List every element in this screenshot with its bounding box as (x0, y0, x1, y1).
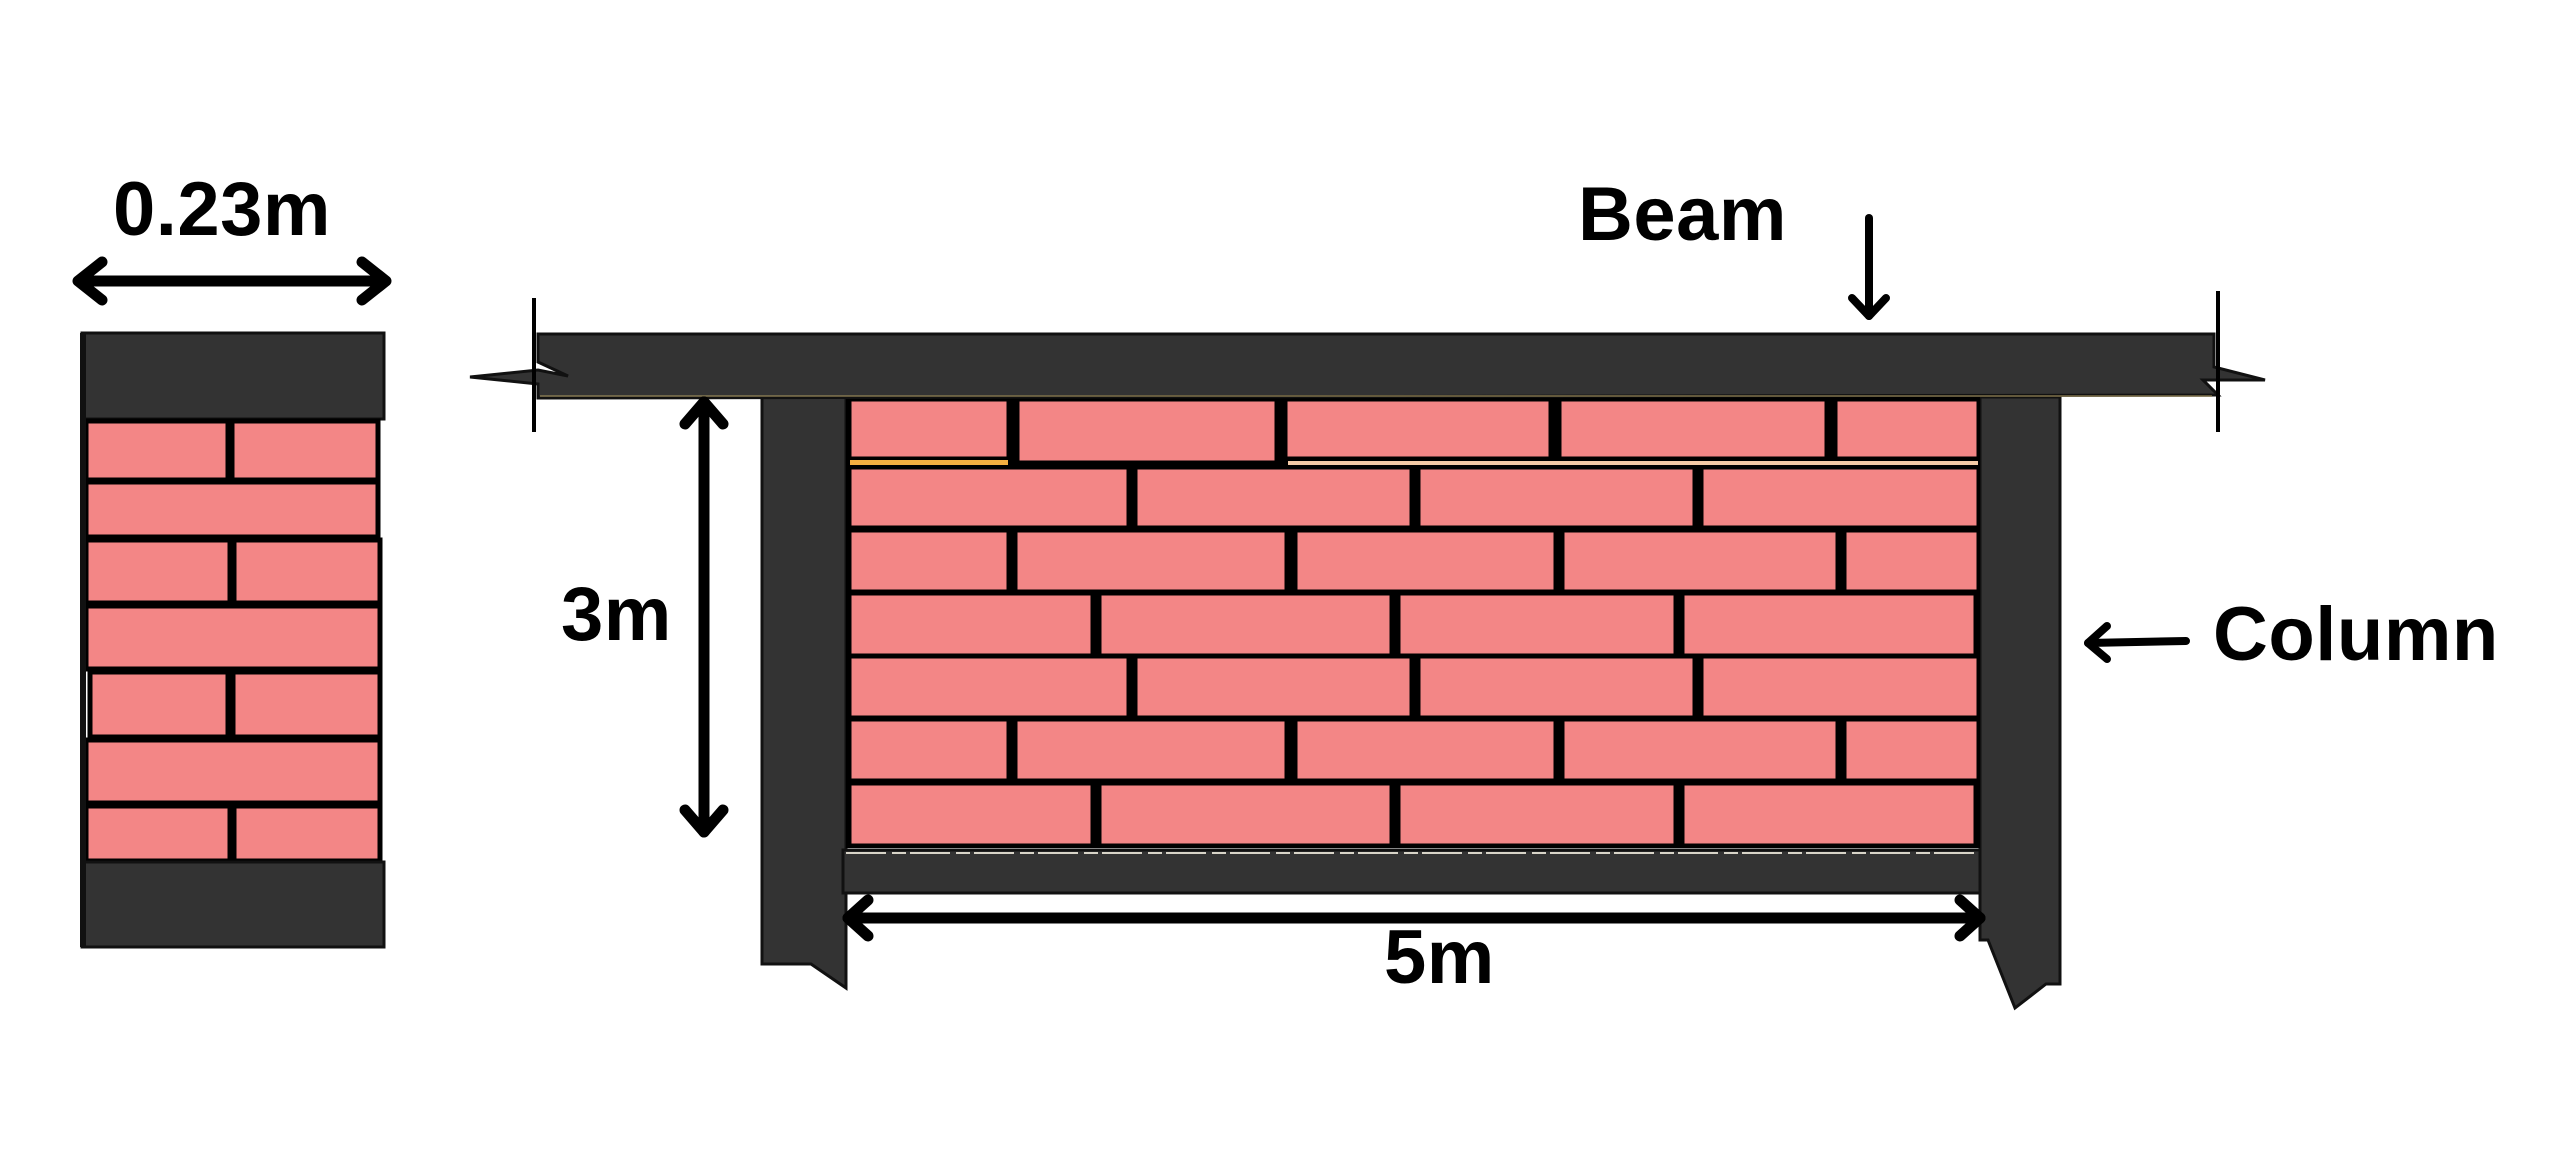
thickness-dimension-arrow (72, 256, 392, 306)
beam-label: Beam (1578, 172, 1787, 257)
wall-thickness-label: 0.23m (113, 167, 331, 252)
brick-wall (848, 398, 1980, 847)
plinth-beam (841, 848, 1982, 895)
height-dimension-arrow (679, 396, 729, 838)
left-column (760, 393, 848, 991)
section-top-beam (80, 331, 386, 421)
wall-height-label: 3m (561, 572, 672, 657)
section-plinth (80, 860, 386, 949)
length-dimension-arrow (842, 894, 1986, 942)
beam-pointer-arrow (1848, 214, 1890, 320)
column-label: Column (2213, 592, 2499, 677)
right-column (1978, 395, 2062, 1011)
wall-cross-section (80, 331, 386, 949)
column-pointer-arrow (2084, 622, 2190, 663)
wall-length-label: 5m (1384, 915, 1495, 1000)
top-beam (469, 332, 2266, 400)
section-bricks (83, 418, 383, 864)
